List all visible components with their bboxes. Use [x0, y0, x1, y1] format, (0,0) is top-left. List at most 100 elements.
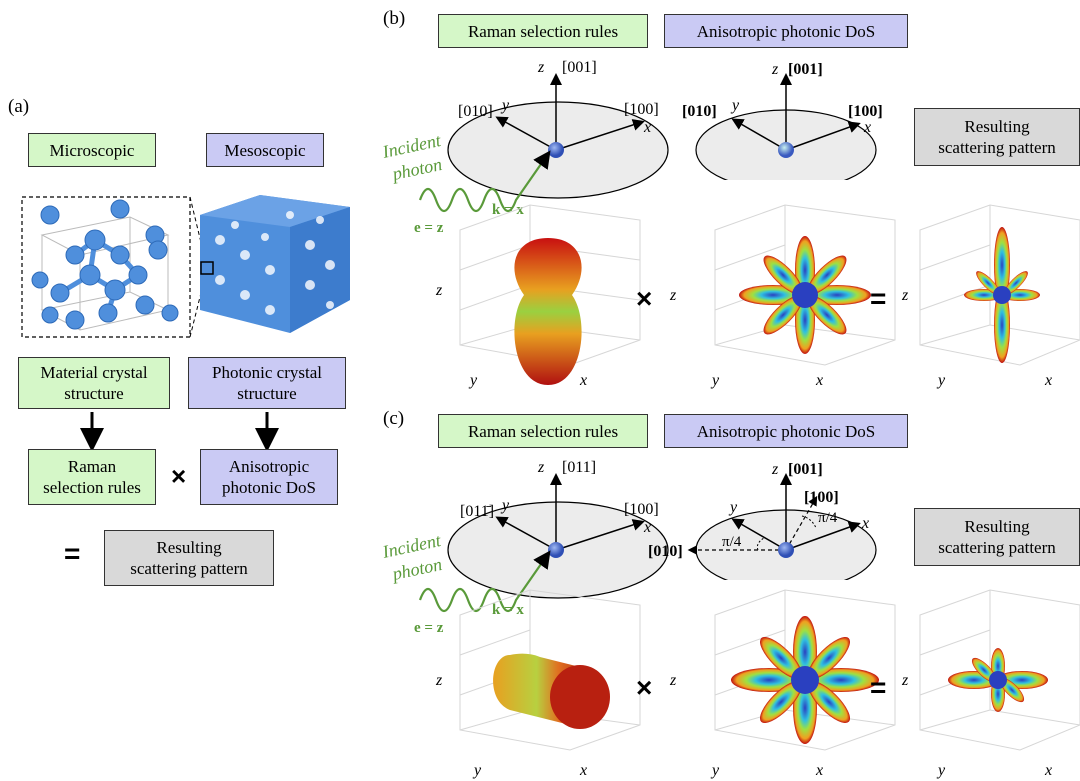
- microscopic-label: Microscopic: [49, 140, 135, 160]
- raman-title-b: Raman selection rules: [467, 21, 619, 41]
- x-dir-c: [100]: [624, 501, 659, 518]
- aniso-box-a: Anisotropic photonic DoS: [200, 449, 338, 505]
- ki-label-c: k = x: [492, 602, 524, 618]
- x-dir-b: [100]: [624, 101, 659, 118]
- plot-z-b2: z: [669, 287, 677, 304]
- x-label-dos-c: x: [861, 515, 869, 532]
- mesoscopic-label: Mesoscopic: [224, 140, 306, 160]
- raman-title-c: Raman selection rules: [467, 421, 619, 441]
- dos-shape-b: [739, 236, 871, 354]
- plots-row-c: z y x z y x z y x: [435, 589, 1080, 779]
- sample-sphere-c: [548, 542, 564, 558]
- z-dir-dos-c: [001]: [788, 461, 823, 478]
- plot-x-b1: x: [579, 372, 587, 389]
- z-label-dos-c: z: [771, 461, 779, 478]
- result-c-line2: scattering pattern: [938, 538, 1056, 557]
- times-sign-a: ×: [171, 461, 187, 491]
- result-a-line1: Resulting: [156, 538, 222, 557]
- x-axis-b: [555, 119, 645, 151]
- plot-z-c2: z: [669, 672, 677, 689]
- y-dir-b: [010]: [458, 103, 493, 120]
- mesoscopic-box: Mesoscopic: [206, 133, 324, 167]
- result-b-line1: Resulting: [964, 117, 1030, 136]
- aniso-a-line1: Anisotropic: [228, 457, 310, 476]
- z-label-b: z: [537, 59, 545, 76]
- material-crystal-box: Material crystal structure: [18, 357, 170, 409]
- equals-sign-a: =: [64, 538, 81, 569]
- x-label-b: x: [643, 119, 651, 136]
- result-b-line2: scattering pattern: [938, 138, 1056, 157]
- y-axis-b: [495, 116, 557, 151]
- zoom-square: [200, 261, 214, 275]
- times-sign-c: ×: [636, 672, 653, 703]
- aniso-title-b: Anisotropic photonic DoS: [696, 21, 876, 41]
- times-sign-b: ×: [636, 283, 653, 314]
- y-dir-c: [011̄]: [460, 503, 494, 520]
- plot-x-c3: x: [1044, 762, 1052, 779]
- flow-arrows: [80, 412, 279, 452]
- z-dir-c: [011]: [562, 459, 596, 476]
- grid-box-b1: [459, 204, 641, 366]
- raman-shape-b: [514, 238, 582, 385]
- plot-z-c1: z: [435, 672, 443, 689]
- x-dir-dos-b: [100]: [848, 103, 883, 120]
- dos-axes-c: z [001] [010] y [100] x π/4 π/4: [648, 461, 877, 580]
- x-label-c: x: [643, 519, 651, 536]
- y-dir-dos-b: [010]: [682, 103, 717, 120]
- ei-label-c: e = z: [414, 620, 444, 635]
- microscopic-box: Microscopic: [28, 133, 156, 167]
- y-label-dos-b: y: [730, 97, 740, 114]
- plot-z-c3: z: [901, 672, 909, 689]
- dashed-100-c: [785, 495, 818, 551]
- y-label-b: y: [500, 97, 510, 114]
- sample-sphere-dos-c: [778, 542, 794, 558]
- plot-x-b3: x: [1044, 372, 1052, 389]
- angle1-label-c: π/4: [722, 534, 742, 550]
- dos-axes-b: z [001] [010] y [100] x: [682, 61, 883, 180]
- plot-z-b1: z: [435, 282, 443, 299]
- angle-arc-2: [801, 515, 817, 529]
- sample-sphere-b: [548, 142, 564, 158]
- photonic-crystal-line1: Photonic crystal: [211, 363, 322, 382]
- y-dir-dos-c: [010]: [648, 543, 683, 560]
- panel-a-label: (a): [8, 96, 30, 117]
- y-label-c: y: [500, 497, 510, 514]
- plot-y-c2: y: [710, 762, 720, 779]
- raman-axes-b: z [001] [010] y [100] x Incident photon …: [380, 59, 669, 235]
- result-c-line1: Resulting: [964, 517, 1030, 536]
- crystal-dashed-box: [21, 196, 191, 338]
- crystal-illustration: [21, 195, 350, 338]
- photonic-crystal-block: [200, 195, 350, 333]
- y-label-dos-c: y: [728, 499, 738, 516]
- aniso-title-c: Anisotropic photonic DoS: [696, 421, 876, 441]
- z-dir-b: [001]: [562, 59, 597, 76]
- plot-x-c2: x: [815, 762, 823, 779]
- z-dir-dos-b: [001]: [788, 61, 823, 78]
- plot-x-c1: x: [579, 762, 587, 779]
- angle-arc-1: [756, 537, 765, 551]
- photonic-crystal-line2: structure: [237, 384, 297, 403]
- raman-title-box-b: Raman selection rules: [438, 14, 648, 48]
- equals-sign-c: =: [870, 672, 887, 703]
- z-label-c: z: [537, 459, 545, 476]
- result-box-b: Resulting scattering pattern: [914, 108, 1080, 166]
- z-label-dos-b: z: [771, 61, 779, 78]
- result-box-c: Resulting scattering pattern: [914, 508, 1080, 566]
- plot-y-b3: y: [936, 372, 946, 389]
- photon-wave-b: [418, 150, 551, 213]
- plot-y-b1: y: [468, 372, 478, 389]
- aniso-title-box-c: Anisotropic photonic DoS: [664, 414, 908, 448]
- x-dir-dos-c: [100]: [804, 489, 839, 506]
- ei-label-b: e = z: [414, 220, 444, 235]
- aniso-title-box-b: Anisotropic photonic DoS: [664, 14, 908, 48]
- atoms: [31, 199, 179, 330]
- aniso-a-line2: photonic DoS: [222, 478, 316, 497]
- material-crystal-line2: structure: [64, 384, 124, 403]
- panel-b-label: (b): [383, 8, 406, 29]
- raman-axes-c: z [011] [011̄] y [100] x Incident photon…: [380, 459, 669, 635]
- material-crystal-line1: Material crystal: [40, 363, 148, 382]
- raman-title-box-c: Raman selection rules: [438, 414, 648, 448]
- result-shape-c: [948, 648, 1048, 712]
- plots-row-b: z y x z y x z y x: [435, 204, 1080, 389]
